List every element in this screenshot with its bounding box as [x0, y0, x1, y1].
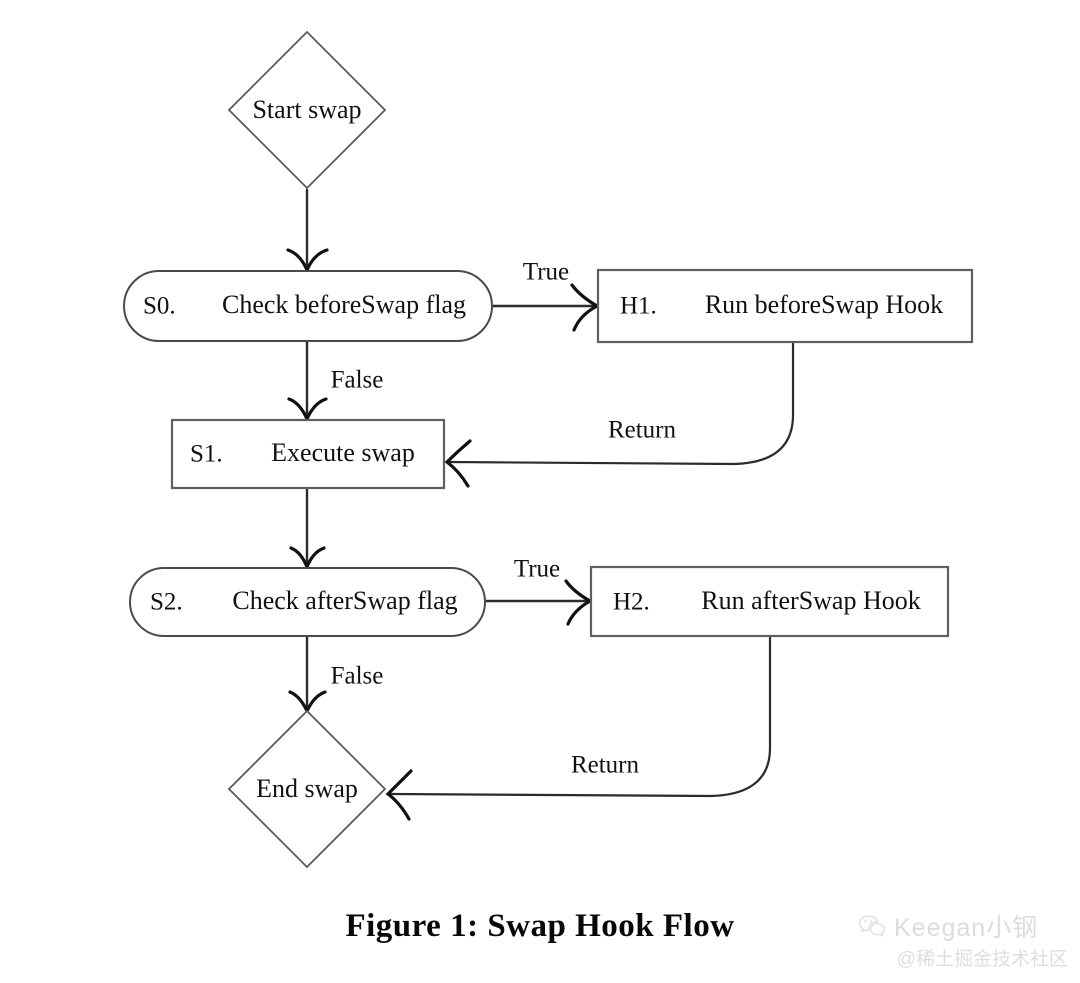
node-h1-run-beforeswap-hook[interactable]: H1. Run beforeSwap Hook [596, 268, 974, 344]
watermark-handle: @稀土掘金技术社区 [896, 949, 1068, 970]
edge-label-true-2: True [514, 556, 560, 583]
watermark: Keegan小钢 @稀土掘金技术社区 [857, 908, 1072, 978]
node-s1-execute-swap[interactable]: S1. Execute swap [170, 418, 446, 490]
rect-shape [589, 565, 950, 638]
arrowhead-icon [444, 439, 472, 488]
diamond-shape [227, 30, 387, 190]
node-s2-check-afterswap-flag[interactable]: S2. Check afterSwap flag [129, 567, 486, 637]
node-label-start-swap: Start swap [252, 95, 361, 124]
edge-line [389, 634, 772, 798]
node-label-s1: Execute swap [271, 438, 415, 467]
edge-s0-to-h1: True [490, 259, 601, 332]
edge-label-false-2: False [331, 663, 384, 690]
edge-h2-to-end: Return [385, 634, 772, 821]
node-id-h1: H1. [620, 293, 657, 320]
edge-s0-to-s1: False [287, 339, 384, 423]
wechat-icon [858, 915, 885, 937]
watermark-name: Keegan小钢 [894, 914, 1039, 942]
rect-shape [596, 268, 974, 344]
node-label-h2: Run afterSwap Hook [701, 586, 921, 615]
node-label-h1: Run beforeSwap Hook [705, 290, 943, 319]
node-s0-check-beforeswap-flag[interactable]: S0. Check beforeSwap flag [123, 270, 493, 342]
edge-line [447, 340, 795, 466]
node-label-s0: Check beforeSwap flag [222, 290, 466, 319]
watermark-top-row: Keegan小钢 [857, 908, 1072, 944]
edge-label-return-2: Return [571, 752, 640, 779]
node-id-s0: S0. [143, 293, 176, 320]
edge-s2-to-end: False [288, 634, 384, 715]
node-label-end-swap: End swap [256, 774, 358, 803]
diamond-shape [227, 709, 387, 869]
arrowhead-icon [564, 579, 594, 626]
edge-s1-to-s2 [289, 486, 326, 572]
node-id-s1: S1. [190, 441, 223, 468]
edge-label-return-1: Return [608, 417, 677, 444]
node-id-h2: H2. [613, 589, 650, 616]
edge-label-false-1: False [331, 367, 384, 394]
edge-label-true-1: True [523, 259, 569, 286]
node-label-s2: Check afterSwap flag [232, 586, 457, 615]
node-h2-run-afterswap-hook[interactable]: H2. Run afterSwap Hook [589, 565, 950, 638]
edge-h1-to-s1: Return [444, 340, 795, 488]
figure-caption: Figure 1: Swap Hook Flow [345, 908, 735, 944]
node-end-swap[interactable]: End swap [227, 709, 387, 869]
stadium-shape [123, 270, 493, 342]
stadium-shape [129, 567, 486, 637]
edge-s2-to-h2: True [483, 556, 594, 626]
rect-shape [170, 418, 446, 490]
arrowhead-icon [570, 283, 601, 332]
node-id-s2: S2. [150, 589, 183, 616]
node-start-swap[interactable]: Start swap [227, 30, 387, 190]
edge-start-to-s0 [286, 188, 329, 274]
arrowhead-icon [385, 769, 413, 821]
